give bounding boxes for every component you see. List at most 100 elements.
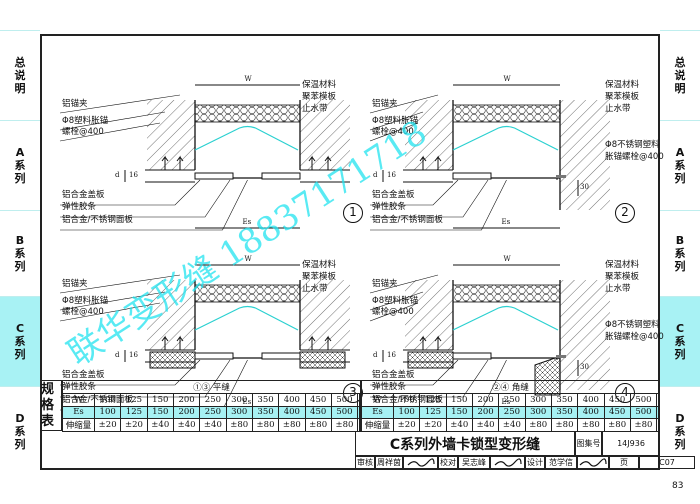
- leader-line: [60, 179, 231, 218]
- callout-label: 保温材料: [302, 260, 337, 270]
- waterstop-curve: [194, 125, 299, 151]
- callout-label: 铝锚夹: [372, 279, 398, 289]
- side-tab-char: B: [675, 234, 685, 247]
- title-block-check-label: 校对: [438, 456, 458, 469]
- anchor-bolt-icon: [324, 155, 332, 170]
- side-tab-char: 列: [674, 348, 686, 361]
- right-wall: [300, 280, 350, 350]
- cover-plate: [194, 352, 234, 360]
- table-cell: 400: [577, 393, 605, 407]
- side-tab-char: A: [15, 146, 25, 159]
- leader-line: [369, 111, 424, 131]
- callout-label: 铝合金盖板: [62, 190, 105, 200]
- callout-label: 止水带: [302, 104, 328, 114]
- table-cell: 200: [172, 405, 201, 419]
- detail-1: [59, 84, 350, 231]
- side-tab-char: 列: [674, 437, 686, 451]
- table-cell: 150: [146, 405, 174, 419]
- table-cell: 300: [524, 393, 552, 407]
- table-cell: ±40: [471, 418, 500, 432]
- table-cell: 500: [629, 405, 658, 419]
- side-tab-0[interactable]: 总说明: [660, 30, 700, 120]
- table-cell: ±20: [419, 418, 447, 432]
- table-cell: 250: [498, 405, 526, 419]
- side-tab-char: 系: [674, 159, 686, 172]
- side-tab-char: D: [15, 411, 25, 425]
- table-cell: 200: [471, 393, 500, 407]
- table-cell: ±40: [199, 418, 227, 432]
- table-cell: 100: [392, 405, 421, 419]
- left-wall: [405, 280, 453, 350]
- table-cell: 125: [120, 405, 148, 419]
- leader-line: [370, 179, 507, 231]
- anchor-bolt-icon: [308, 155, 316, 170]
- row-label: Es: [62, 405, 95, 419]
- callout-label: 胀锚螺栓@400: [605, 152, 664, 162]
- callout-label: 螺栓@400: [372, 307, 414, 317]
- side-tab-char: 系: [14, 424, 26, 438]
- leader-line: [59, 122, 161, 142]
- table-cell: 200: [172, 393, 201, 407]
- table-cell: ±40: [146, 418, 174, 432]
- insulation-board: [194, 104, 301, 123]
- anchor-bolt-icon: [556, 355, 566, 358]
- callout-label: 聚苯模板: [605, 92, 640, 102]
- table-cell: ±80: [304, 418, 332, 432]
- side-tab-0[interactable]: 总说明: [0, 30, 40, 120]
- row-label: Es: [361, 405, 394, 419]
- signature: [403, 456, 438, 469]
- d-dimension: d: [115, 171, 120, 179]
- table-cell: ±20: [120, 418, 148, 432]
- spec-table-title: 规格表: [40, 380, 62, 431]
- side-tab-char: 列: [674, 172, 686, 185]
- callout-label: Φ8塑料胀锚: [62, 296, 109, 306]
- side-tab-char: 列: [14, 348, 26, 361]
- cover-plate: [452, 352, 492, 360]
- anchor-bolt-icon: [176, 155, 184, 170]
- side-tab-char: B: [15, 234, 25, 247]
- table-cell: ±20: [392, 418, 421, 432]
- side-tab-char: 说: [14, 69, 26, 82]
- anchor-bolt-icon: [434, 155, 442, 170]
- detail-2: [369, 84, 610, 231]
- table-cell: 400: [278, 405, 306, 419]
- callout-label: 螺栓@400: [372, 127, 414, 137]
- anchor-bolt-icon: [419, 335, 427, 350]
- table-cell: ±40: [498, 418, 526, 432]
- title-block-designer: 范学信: [545, 456, 577, 469]
- callout-label: Φ8不锈钢塑料: [605, 320, 660, 330]
- anchor-bolt-icon: [176, 335, 184, 350]
- callout-label: 弹性胶条: [62, 202, 97, 212]
- leader-line: [59, 302, 161, 322]
- callout-label: 止水带: [302, 284, 328, 294]
- leader-line: [370, 179, 459, 206]
- side-tab-char: 系: [674, 335, 686, 348]
- table-cell: 250: [199, 393, 227, 407]
- left-wall: [405, 100, 453, 170]
- side-tab-char: 明: [674, 82, 686, 95]
- thickness-dimension: 16: [129, 171, 138, 179]
- row-label: 伸缩量: [62, 418, 95, 432]
- table-cell: ±80: [330, 418, 359, 432]
- title-block-checker: 吴志峰: [458, 456, 490, 469]
- callout-label: 铝合金盖板: [372, 370, 415, 380]
- callout-label: 止水带: [605, 104, 631, 114]
- drawing-title: C系列外墙卡锁型变形缝: [355, 431, 575, 456]
- page-number: 83: [672, 481, 684, 491]
- w-dimension: W: [503, 75, 511, 83]
- leader-line: [369, 94, 439, 114]
- w-dimension: W: [244, 75, 252, 83]
- table-cell: 100: [392, 393, 421, 407]
- thickness-dimension: 16: [129, 351, 138, 359]
- table-row: 伸缩量±20±20±40±40±40±80±80±80±80±80: [62, 418, 361, 432]
